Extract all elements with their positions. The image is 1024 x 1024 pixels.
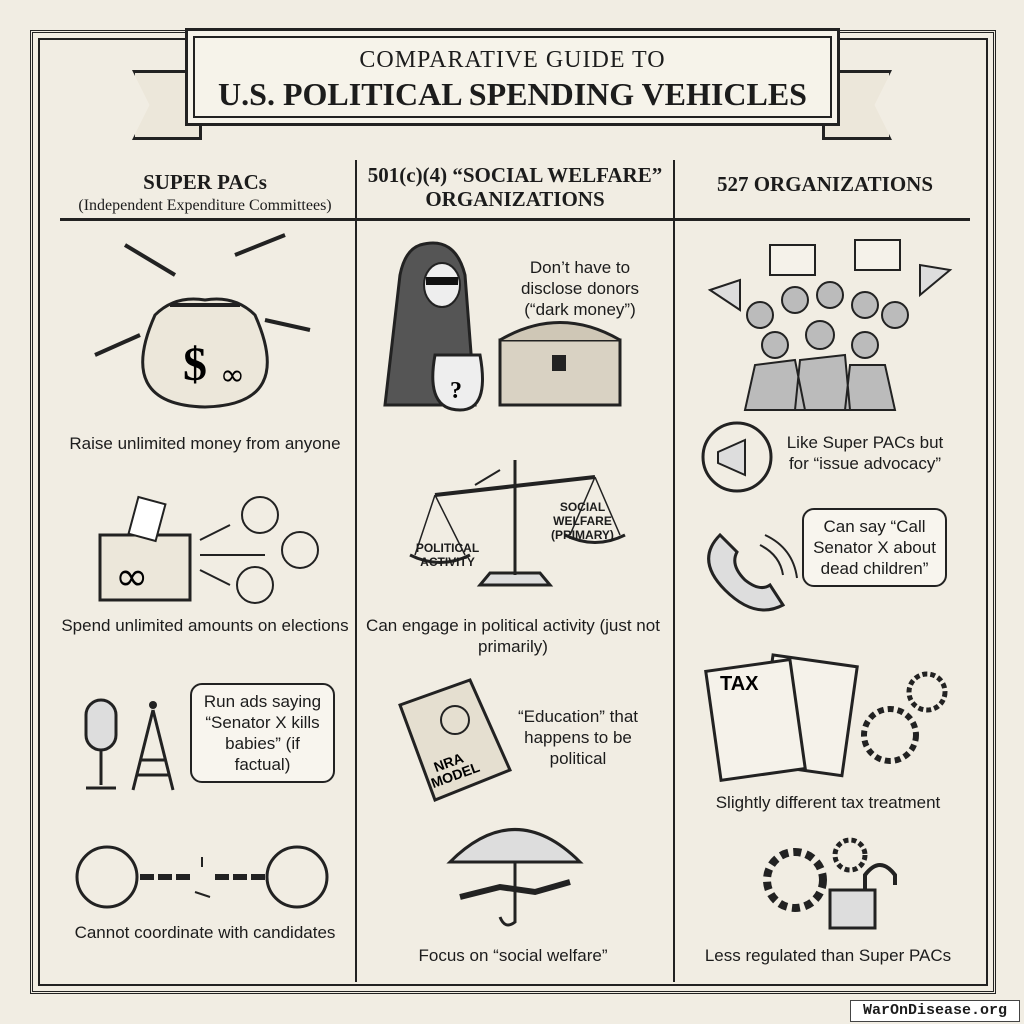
- watermark: WarOnDisease.org: [850, 1000, 1020, 1022]
- caption-tax-treatment: Slightly different tax treatment: [715, 793, 941, 812]
- caption-less-regulated: Less regulated than Super PACs: [704, 946, 952, 965]
- dark-money-text: Don’t have to disclose donors (“dark mon…: [520, 258, 640, 319]
- phone-icon: [707, 532, 798, 612]
- column-heading-527: 527 ORGANIZATIONS: [716, 172, 934, 196]
- microphone-radio-tower-icon: [84, 698, 175, 791]
- caption-raise-unlimited: Raise unlimited money from anyone: [69, 434, 341, 453]
- megaphone-icon: [701, 421, 773, 493]
- gears-padlock-icon: [763, 837, 897, 930]
- heading-text: SUPER PACs: [143, 170, 267, 194]
- column-divider: [673, 160, 675, 982]
- caption-social-welfare: Focus on “social welfare”: [418, 946, 608, 965]
- column-divider: [355, 160, 357, 982]
- speech-bubble-ads: Run ads saying “Senator X kills babies” …: [190, 683, 335, 783]
- svg-text:$: $: [183, 338, 207, 391]
- title-line-1: COMPARATIVE GUIDE TO: [359, 47, 666, 73]
- svg-text:∞: ∞: [115, 554, 148, 600]
- subheading-text: (Independent Expenditure Committees): [78, 197, 332, 214]
- title-banner: COMPARATIVE GUIDE TO U.S. POLITICAL SPEN…: [185, 28, 840, 126]
- column-heading-501c4: 501(c)(4) “SOCIAL WELFARE” ORGANIZATIONS: [367, 163, 663, 211]
- hooded-figure-chest-icon: ?: [383, 241, 622, 412]
- money-bag-icon: $ ∞: [94, 233, 311, 409]
- scale-label-social-welfare: SOCIAL WELFARE (PRIMARY): [551, 500, 614, 542]
- issue-advocacy-text: Like Super PACs but for “issue advocacy”: [786, 433, 944, 473]
- caption-cannot-coordinate: Cannot coordinate with candidates: [74, 923, 336, 942]
- svg-text:?: ?: [450, 378, 462, 404]
- tax-form-label: TAX: [720, 673, 759, 695]
- broken-chain-hands-icon: [75, 845, 329, 909]
- speech-bubble-call-senator: Can say “Call Senator X about dead child…: [802, 508, 947, 587]
- balance-scale-icon: [409, 460, 626, 587]
- caption-political-activity: Can engage in political activity (just n…: [366, 616, 660, 656]
- column-heading-super-pacs: SUPER PACs (Independent Expenditure Comm…: [50, 170, 360, 218]
- ballot-box-infinity-icon: ∞: [98, 495, 319, 604]
- header-divider: [60, 218, 970, 221]
- umbrella-handshake-icon: [446, 828, 584, 927]
- caption-spend-unlimited: Spend unlimited amounts on elections: [61, 616, 349, 635]
- scale-label-political: POLITICAL ACTIVITY: [415, 541, 480, 569]
- svg-text:∞: ∞: [220, 358, 245, 393]
- tax-forms-gears-icon: TAX: [704, 653, 948, 783]
- page-title: U.S. POLITICAL SPENDING VEHICLES: [218, 76, 807, 112]
- book-icon: NRA MODEL: [398, 678, 513, 802]
- education-text: “Education” that happens to be political: [518, 707, 639, 768]
- protest-crowd-icon: [707, 239, 953, 411]
